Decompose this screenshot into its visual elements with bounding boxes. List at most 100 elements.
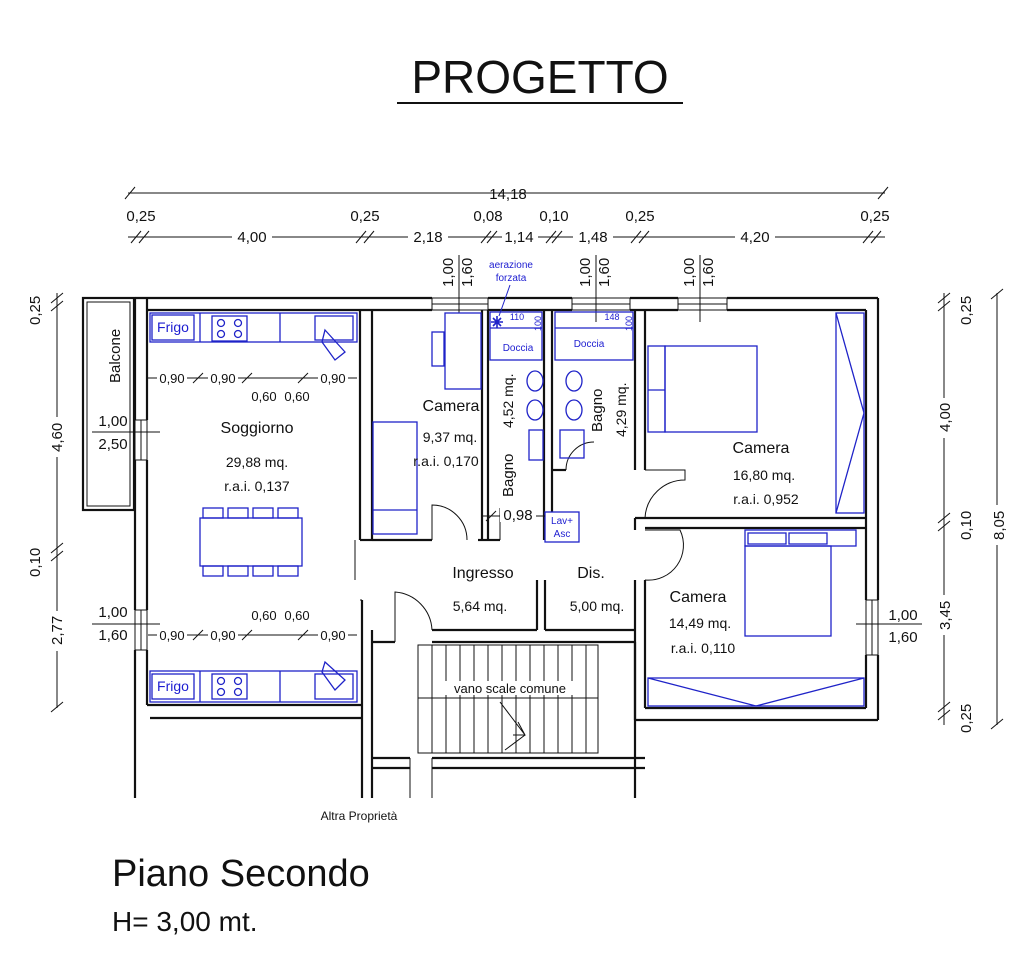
area-soggiorno: 29,88 mq.	[226, 454, 288, 470]
svg-text:4,60: 4,60	[49, 423, 66, 452]
svg-text:0,90: 0,90	[320, 628, 345, 643]
window-annotations: 1,00 2,50 1,00 1,60 1,00 1,60	[92, 413, 922, 646]
dim-thk-5: 0,25	[625, 208, 654, 225]
svg-text:0,60: 0,60	[251, 389, 276, 404]
bathroom-fixtures	[489, 311, 634, 543]
washer-label-2: Asc	[554, 529, 571, 540]
svg-text:3,45: 3,45	[937, 601, 954, 630]
door-width-098: 0,98	[503, 507, 532, 524]
shower-label-2: Doccia	[574, 339, 605, 350]
svg-text:4,00: 4,00	[937, 403, 954, 432]
area-camera2: 16,80 mq.	[733, 467, 795, 483]
shower-label-1: Doccia	[503, 343, 534, 354]
room-labels: Balcone Soggiorno 29,88 mq. r.a.i. 0,137…	[107, 329, 799, 656]
svg-text:0,25: 0,25	[27, 296, 44, 325]
area-bagno2: 4,29 mq.	[613, 383, 629, 437]
svg-text:8,05: 8,05	[991, 511, 1008, 540]
svg-text:0,60: 0,60	[284, 389, 309, 404]
floor-name: Piano Secondo	[112, 853, 370, 895]
room-dis: Dis.	[577, 565, 605, 582]
rai-soggiorno: r.a.i. 0,137	[224, 478, 290, 494]
svg-text:1,00: 1,00	[681, 258, 698, 287]
stairwell	[417, 644, 599, 754]
right-dimensions: 0,25 4,00 0,10 3,45 0,25 8,05	[936, 288, 1008, 733]
svg-text:0,90: 0,90	[210, 628, 235, 643]
dining-table	[199, 507, 303, 577]
svg-text:2,50: 2,50	[98, 436, 127, 453]
other-property-note: Altra Proprietà	[321, 809, 398, 823]
dim-seg-2: 2,18	[413, 229, 442, 246]
svg-text:0,60: 0,60	[251, 608, 276, 623]
room-bagno2: Bagno	[589, 389, 606, 432]
rai-camera1: r.a.i. 0,170	[413, 453, 479, 469]
camera2-furniture	[647, 312, 865, 514]
svg-text:0,25: 0,25	[958, 704, 975, 733]
room-soggiorno: Soggiorno	[221, 420, 294, 437]
stairwell-label: vano scale comune	[454, 681, 566, 696]
ventilation-note-2: forzata	[496, 273, 527, 284]
fridge-label-top: Frigo	[157, 319, 189, 335]
svg-text:100: 100	[533, 316, 543, 331]
room-camera1: Camera	[423, 398, 480, 415]
rai-camera2: r.a.i. 0,952	[733, 491, 799, 507]
svg-text:100: 100	[624, 316, 634, 331]
svg-text:0,90: 0,90	[320, 371, 345, 386]
dim-seg-5: 4,20	[740, 229, 769, 246]
svg-text:148: 148	[604, 312, 619, 322]
area-camera1: 9,37 mq.	[423, 429, 477, 445]
svg-text:0,90: 0,90	[159, 371, 184, 386]
left-dimensions: 0,25 4,60 0,10 2,77	[27, 292, 66, 713]
svg-text:1,60: 1,60	[98, 627, 127, 644]
area-dis: 5,00 mq.	[570, 598, 624, 614]
camera1-furniture	[372, 312, 482, 535]
dim-thk-1: 0,25	[126, 208, 155, 225]
top-window-labels: 1,00 1,60 1,00 1,60 1,00 1,60	[440, 255, 717, 322]
floor-height: H= 3,00 mt.	[112, 906, 258, 937]
room-ingresso: Ingresso	[452, 565, 513, 582]
dim-seg-3: 1,14	[504, 229, 533, 246]
dim-seg-4: 1,48	[578, 229, 607, 246]
area-bagno1: 4,52 mq.	[500, 374, 516, 428]
svg-text:110: 110	[510, 312, 524, 322]
dim-seg-1: 4,00	[237, 229, 266, 246]
area-camera3: 14,49 mq.	[669, 615, 731, 631]
svg-text:0,10: 0,10	[27, 548, 44, 577]
dim-total-width: 14,18	[489, 186, 527, 203]
svg-text:1,00: 1,00	[98, 413, 127, 430]
doors	[354, 441, 686, 642]
washer-label-1: Lav+	[551, 516, 573, 527]
fridge-label-bottom: Frigo	[157, 678, 189, 694]
camera3-furniture	[647, 529, 865, 707]
svg-text:1,00: 1,00	[577, 258, 594, 287]
ventilation-note-1: aerazione	[489, 260, 533, 271]
svg-text:1,60: 1,60	[596, 258, 613, 287]
dim-thk-2: 0,25	[350, 208, 379, 225]
top-dimensions: 14,18 4,00 2,18 1,14 1,48 4,20 0,25 0,25…	[124, 186, 890, 246]
svg-text:1,00: 1,00	[440, 258, 457, 287]
dim-thk-4: 0,10	[539, 208, 568, 225]
room-bagno1: Bagno	[500, 454, 517, 497]
area-ingresso: 5,64 mq.	[453, 598, 507, 614]
room-balcone: Balcone	[107, 329, 124, 383]
kitchen-dimensions: 0,90 0,90 0,90 0,60 0,60 0,90 0,90 0,90 …	[148, 370, 357, 643]
room-camera2: Camera	[733, 440, 790, 457]
svg-text:1,60: 1,60	[459, 258, 476, 287]
windows	[134, 297, 879, 656]
svg-text:1,60: 1,60	[700, 258, 717, 287]
rai-camera3: r.a.i. 0,110	[671, 640, 736, 656]
svg-text:0,90: 0,90	[210, 371, 235, 386]
svg-text:1,00: 1,00	[98, 604, 127, 621]
svg-text:0,90: 0,90	[159, 628, 184, 643]
page-title: PROGETTO	[411, 51, 668, 103]
dim-thk-6: 0,25	[860, 208, 889, 225]
room-camera3: Camera	[670, 589, 727, 606]
svg-text:1,00: 1,00	[888, 607, 917, 624]
dim-thk-3: 0,08	[473, 208, 502, 225]
kitchen-bottom	[149, 660, 358, 703]
svg-text:0,60: 0,60	[284, 608, 309, 623]
svg-text:2,77: 2,77	[49, 616, 66, 645]
svg-text:0,10: 0,10	[958, 511, 975, 540]
svg-text:1,60: 1,60	[888, 629, 917, 646]
kitchen-top	[149, 312, 358, 361]
